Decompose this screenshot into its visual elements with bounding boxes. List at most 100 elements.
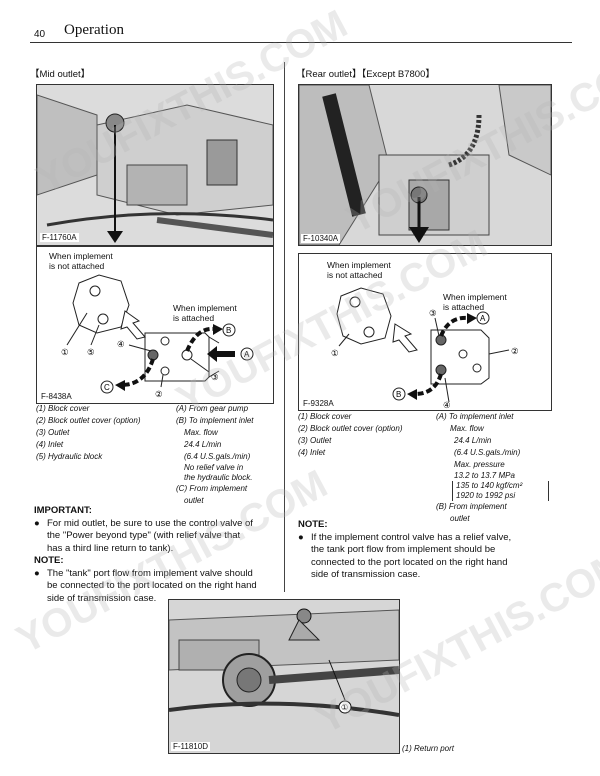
mid-legend-item: (A) From gear pump <box>176 404 249 413</box>
mid-diagram-id: F-8438A <box>39 392 74 401</box>
rear-legend-left: (1) Block cover (2) Block outlet cover (… <box>298 411 434 459</box>
note-left-bullet: ● The "tank" port flow from implement va… <box>34 568 280 606</box>
page-number: 40 <box>34 29 46 40</box>
mid-callout-1: ① <box>61 347 69 357</box>
note-left-line: The "tank" port flow from implement valv… <box>47 567 253 579</box>
mid-not-attached-line-2: is not attached <box>49 261 105 271</box>
note-right-line: If the implement control valve has a rel… <box>311 531 512 543</box>
mid-legend-item: 24.4 L/min <box>184 440 222 449</box>
rear-legend-item: (A) To implement inlet <box>436 412 514 421</box>
note-right-bullet: ● If the implement control valve has a r… <box>298 532 554 582</box>
rear-outlet-heading: 【Rear outlet】【Except B7800】 <box>296 69 435 80</box>
return-port-photo-drawing: ① <box>169 600 399 753</box>
rear-callout-3: ③ <box>429 308 437 318</box>
rear-legend-item: Max. flow <box>450 424 484 433</box>
mid-diagram-drawing: ① ⑤ ④ ③ ② A B C <box>61 274 254 399</box>
rear-diagram-id: F-9328A <box>301 399 336 408</box>
mid-legend-left: (1) Block cover (2) Block outlet cover (… <box>36 403 176 463</box>
return-port-photo: ① F-11810D <box>168 599 400 754</box>
rear-callout-2: ② <box>511 346 519 356</box>
rear-not-attached-line-2: is not attached <box>327 270 383 280</box>
note-right-block: NOTE: ● If the implement control valve h… <box>298 519 554 582</box>
column-divider <box>284 62 285 592</box>
important-block: IMPORTANT: ● For mid outlet, be sure to … <box>34 505 280 605</box>
mid-legend-item: (C) From implement <box>176 484 248 493</box>
mid-legend-item: Max. flow <box>184 428 218 437</box>
rear-pressure-bracket: 135 to 140 kgf/cm² 1920 to 1992 psi <box>452 481 549 501</box>
mid-callout-3: ③ <box>211 372 219 382</box>
rear-not-attached-line-1: When implement <box>327 260 391 270</box>
note-right-title: NOTE: <box>298 519 328 530</box>
bullet-dot: ● <box>298 531 304 543</box>
bullet-dot: ● <box>34 517 40 529</box>
mid-legend-item: outlet <box>184 496 204 505</box>
mid-callout-C: C <box>104 383 110 392</box>
rear-callout-1: ① <box>331 348 339 358</box>
mid-attached-line-2: is attached <box>173 313 215 323</box>
rear-legend-item: 1920 to 1992 psi <box>456 491 516 500</box>
bottom-photo-id: F-11810D <box>171 742 210 751</box>
rear-diagram-drawing: ① ③ ② ④ A B <box>331 287 519 410</box>
rear-legend-item: (1) Block cover <box>298 412 352 421</box>
rear-callout-A: A <box>480 314 486 323</box>
note-left-line: side of transmission case. <box>47 592 157 604</box>
rear-outlet-photo-drawing <box>299 85 551 245</box>
note-right-line: the tank port flow from implement should… <box>311 544 496 555</box>
rear-attached-line-2: is attached <box>443 302 485 312</box>
bottom-callout-1: ① <box>341 703 348 712</box>
rear-legend-item: outlet <box>450 514 470 523</box>
rear-attached-label: When implement is attached <box>443 292 507 312</box>
bullet-dot: ● <box>34 567 40 579</box>
mid-outlet-diagram: When implement is not attached When impl… <box>36 246 274 404</box>
rear-legend-item: 24.4 L/min <box>454 436 492 445</box>
rear-legend-item: (2) Block outlet cover (option) <box>298 424 403 433</box>
important-line: has a third line return to tank). <box>47 542 174 554</box>
rear-outlet-diagram: When implement is not attached When impl… <box>298 253 552 411</box>
note-right-line: side of transmission case. <box>311 569 421 580</box>
mid-legend-item: No relief valve in <box>184 463 244 472</box>
important-bullet: ● For mid outlet, be sure to use the con… <box>34 518 280 556</box>
mid-legend-item: (3) Outlet <box>36 428 70 437</box>
rear-legend-item: (B) From implement <box>436 502 507 511</box>
mid-legend-item: (2) Block outlet cover (option) <box>36 416 141 425</box>
mid-legend-item: (1) Block cover <box>36 404 90 413</box>
mid-not-attached-line-1: When implement <box>49 251 113 261</box>
rear-legend-item: 13.2 to 13.7 MPa <box>454 471 515 480</box>
mid-outlet-heading: 【Mid outlet】 <box>30 69 91 80</box>
mid-legend-item: (B) To implement inlet <box>176 416 254 425</box>
rear-attached-line-1: When implement <box>443 292 507 302</box>
header-rule <box>30 42 572 43</box>
mid-outlet-photo-drawing <box>37 85 273 245</box>
mid-attached-line-1: When implement <box>173 303 237 313</box>
rear-photo-id: F-10340A <box>301 234 341 243</box>
mid-callout-A: A <box>244 350 250 359</box>
important-line: the "Power beyond type" (with relief val… <box>47 530 241 541</box>
rear-legend-item: (6.4 U.S.gals./min) <box>454 448 521 457</box>
mid-not-attached-label: When implement is not attached <box>49 251 113 271</box>
rear-callout-4: ④ <box>443 400 451 410</box>
mid-callout-5: ⑤ <box>87 347 95 357</box>
rear-outlet-photo: F-10340A <box>298 84 552 246</box>
rear-legend-item: (3) Outlet <box>298 436 332 445</box>
mid-attached-label: When implement is attached <box>173 303 237 323</box>
important-title: IMPORTANT: <box>34 505 92 516</box>
mid-callout-4: ④ <box>117 339 125 349</box>
mid-callout-2: ② <box>155 389 163 399</box>
mid-legend-item: (6.4 U.S.gals./min) <box>184 452 251 461</box>
mid-legend-item: (5) Hydraulic block <box>36 452 103 461</box>
rear-legend-item: Max. pressure <box>454 460 505 469</box>
important-line: For mid outlet, be sure to use the contr… <box>47 517 253 529</box>
mid-legend-item: (4) Inlet <box>36 440 64 449</box>
rear-not-attached-label: When implement is not attached <box>327 260 391 280</box>
note-right-line: connected to the port located on the rig… <box>311 556 508 568</box>
mid-photo-id: F-11760A <box>40 233 79 242</box>
rear-callout-B: B <box>396 390 401 399</box>
mid-callout-B: B <box>226 326 231 335</box>
mid-legend-item: the hydraulic block. <box>184 473 253 482</box>
rear-legend-item: 135 to 140 kgf/cm² <box>456 481 523 490</box>
mid-legend-right: (A) From gear pump (B) To implement inle… <box>176 403 280 507</box>
page-title: Operation <box>64 22 124 38</box>
mid-outlet-photo: F-11760A <box>36 84 274 246</box>
note-left-line: be connected to the port located on the … <box>47 580 257 591</box>
rear-legend-item: (4) Inlet <box>298 448 326 457</box>
